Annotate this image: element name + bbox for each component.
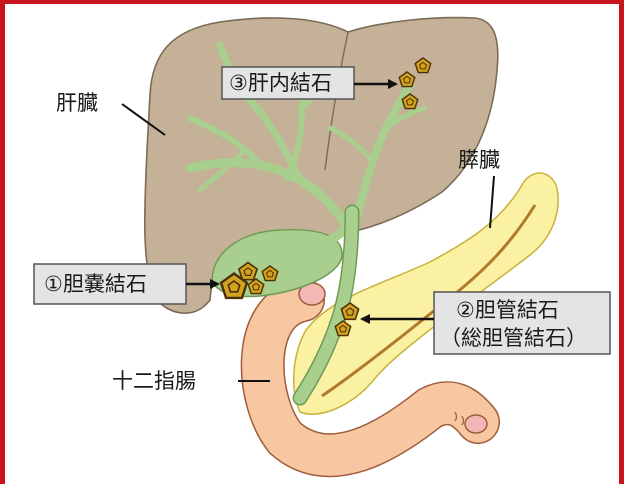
gallbladder-stone-label: ①胆嚢結石 bbox=[44, 272, 147, 296]
bile-duct-stone-label-line1: ②胆管結石 bbox=[456, 298, 559, 322]
pancreas-label: 膵臓 bbox=[458, 148, 500, 172]
intrahepatic-stone-label: ③肝内結石 bbox=[229, 71, 332, 95]
duodenum-label: 十二指腸 bbox=[112, 369, 196, 393]
liver-label: 肝臓 bbox=[56, 91, 98, 115]
bile-duct-stone-label-line2: （総胆管結石） bbox=[440, 326, 587, 350]
